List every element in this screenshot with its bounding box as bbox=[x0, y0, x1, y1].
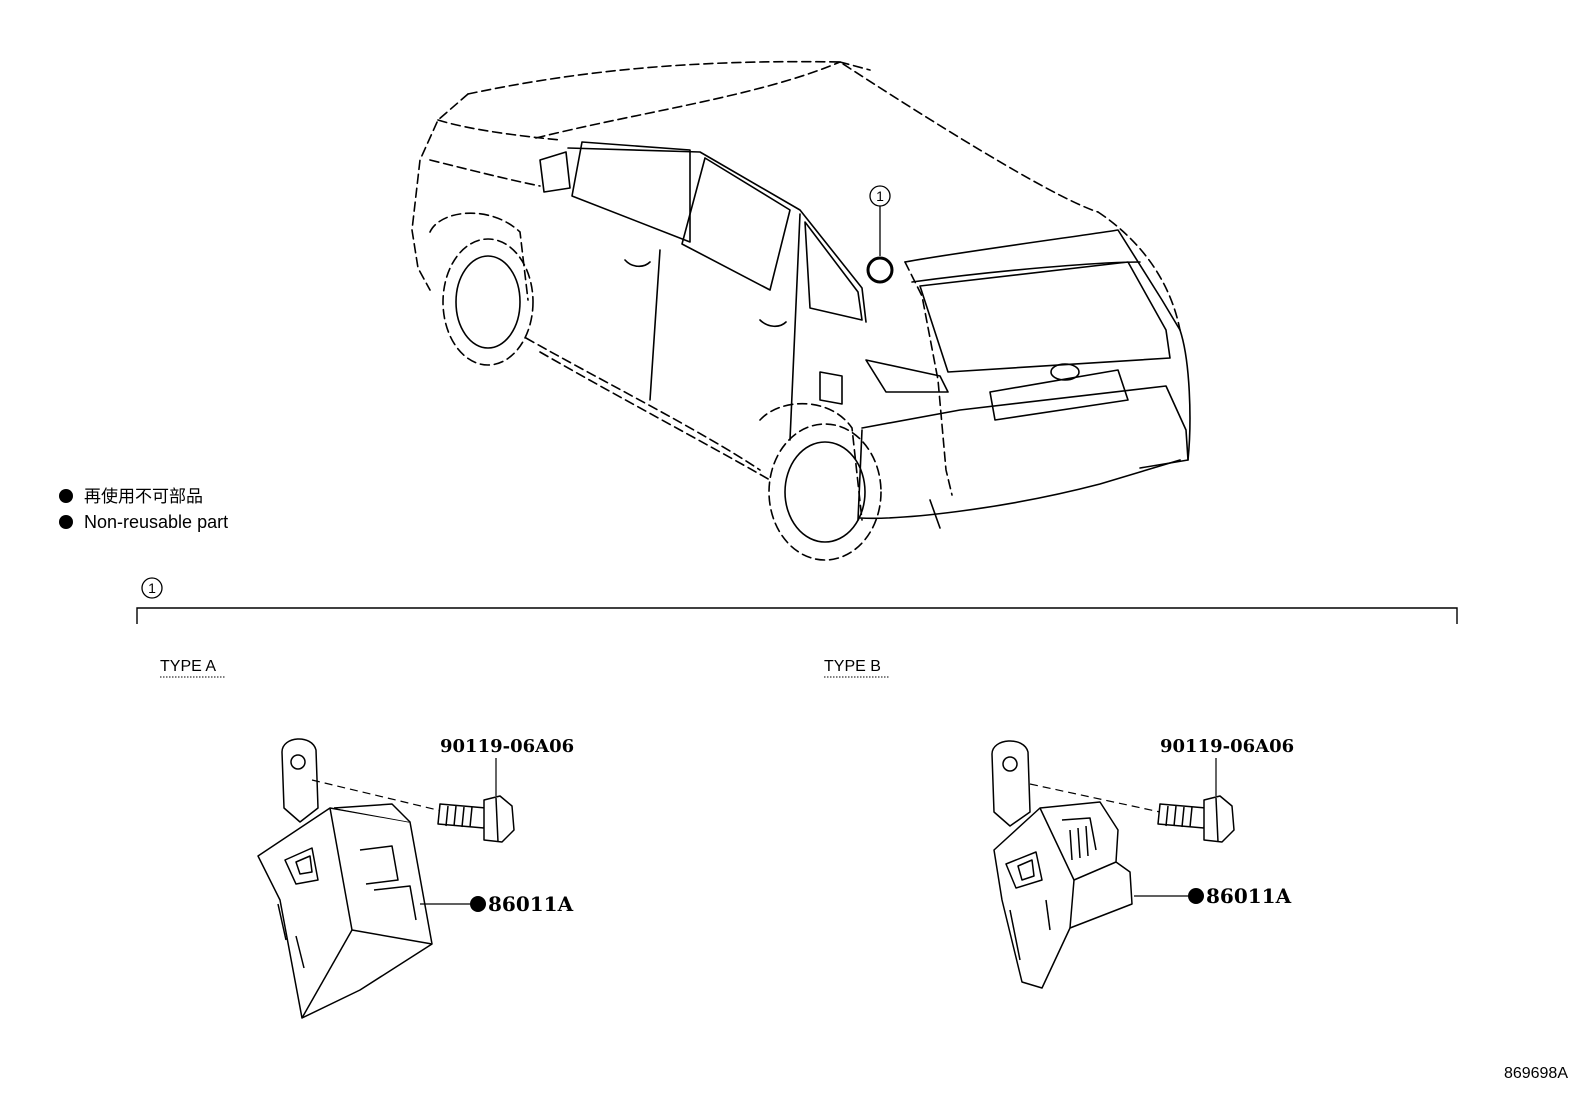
type-a-bolt-drawing bbox=[437, 795, 515, 843]
type-b-bolt-part-number: 90119-06A06 bbox=[1160, 736, 1294, 757]
type-b-non-reusable-icon bbox=[1188, 888, 1204, 904]
type-b-bolt-axis bbox=[1029, 783, 1161, 813]
type-a-non-reusable-icon bbox=[470, 896, 486, 912]
type-b-group: TYPE B 90119-06A06 86011A bbox=[824, 658, 1294, 989]
module-location-marker bbox=[866, 256, 894, 284]
type-a-module-part-number: 86011A bbox=[488, 892, 574, 916]
type-a-bolt-part-number: 90119-06A06 bbox=[440, 736, 574, 757]
non-reusable-bullet-icon bbox=[59, 515, 73, 529]
type-a-module-drawing bbox=[257, 738, 433, 1019]
callout-number: 1 bbox=[876, 188, 884, 204]
legend-label-ja: 再使用不可部品 bbox=[84, 486, 203, 506]
type-b-module-drawing bbox=[991, 740, 1133, 989]
type-b-bolt-drawing bbox=[1157, 795, 1235, 843]
type-a-bolt-axis bbox=[311, 779, 447, 813]
legend: 再使用不可部品 Non-reusable part bbox=[59, 486, 228, 532]
section-bracket: 1 bbox=[136, 577, 1458, 624]
type-b-module-part-number: 86011A bbox=[1206, 884, 1292, 908]
legend-label-en: Non-reusable part bbox=[84, 512, 228, 532]
section-callout-number: 1 bbox=[148, 580, 156, 596]
section-callout-circle bbox=[141, 577, 163, 599]
type-a-group: TYPE A 90119-06A06 860 bbox=[160, 658, 574, 1019]
vehicle-illustration bbox=[411, 60, 1191, 561]
section-bracket-line bbox=[136, 607, 1458, 624]
type-a-label: TYPE A bbox=[160, 658, 216, 675]
type-b-label: TYPE B bbox=[824, 658, 881, 675]
vehicle-location-callout: 1 bbox=[866, 185, 894, 284]
non-reusable-bullet-icon bbox=[59, 489, 73, 503]
drawing-number: 869698A bbox=[1504, 1065, 1568, 1082]
